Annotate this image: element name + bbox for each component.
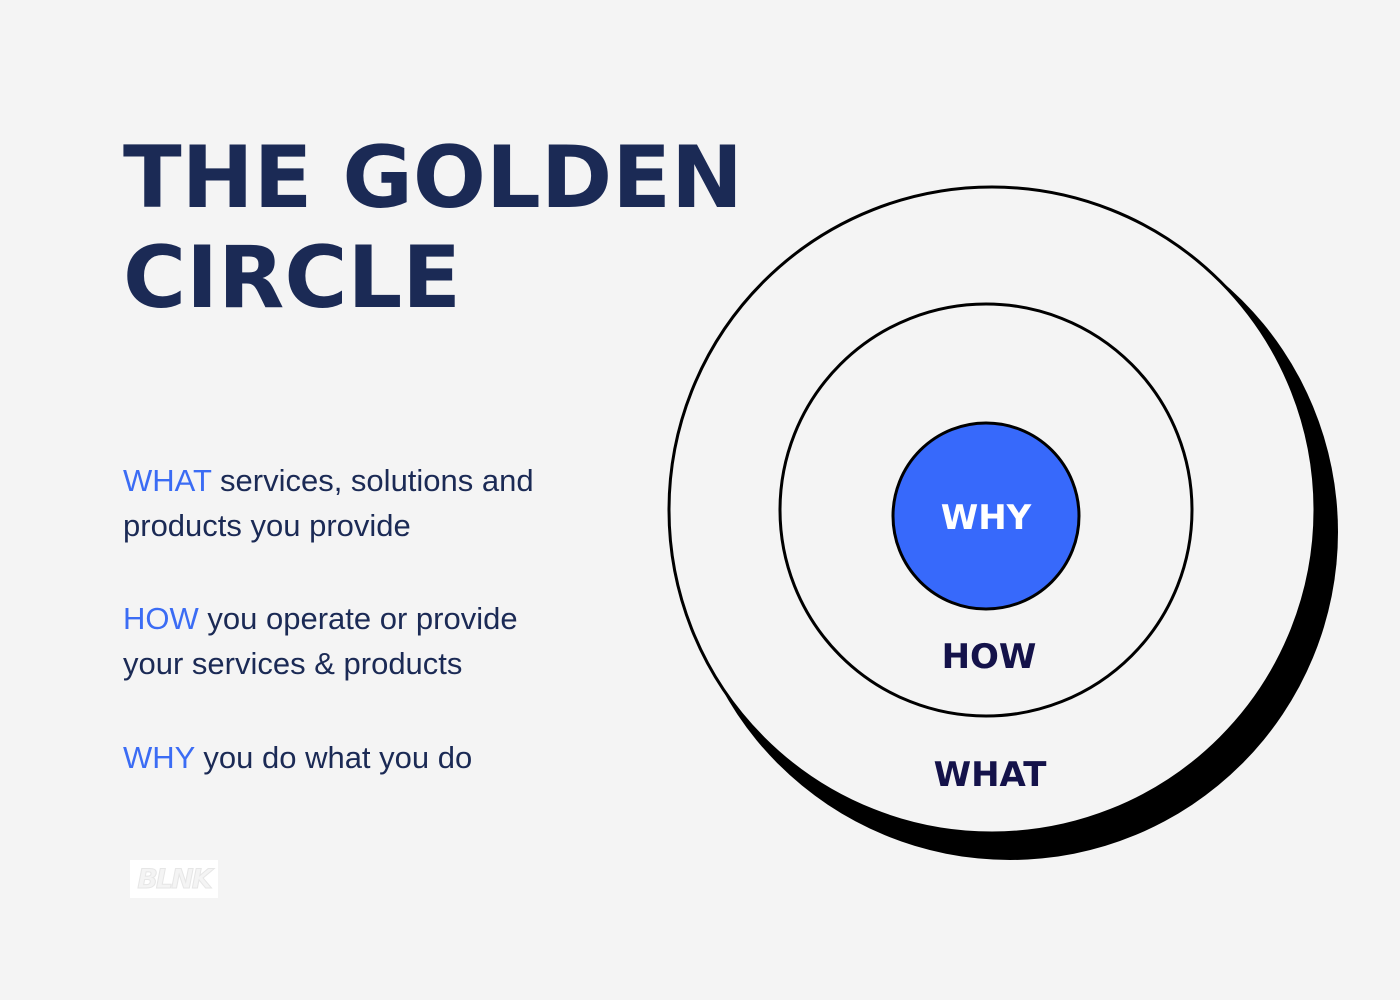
golden-circle-diagram: WHY HOW WHAT [640, 160, 1360, 880]
brand-logo-text: BLNK [137, 863, 213, 895]
definition-why-line-1: WHY you do what you do [123, 735, 472, 780]
keyword-why: WHY [123, 740, 195, 775]
definition-what-line-1: WHAT services, solutions and [123, 458, 534, 503]
definition-why: WHY you do what you do [123, 735, 472, 780]
golden-circle-svg: WHY HOW WHAT [667, 185, 1338, 860]
inner-label-why: WHY [941, 498, 1032, 538]
brand-logo: BLNK [130, 860, 218, 898]
keyword-how: HOW [123, 601, 199, 636]
definition-what-text-2: products you provide [123, 508, 411, 543]
definition-what-text-1: services, solutions and [211, 463, 534, 498]
title-line-2: CIRCLE [123, 228, 461, 328]
title-line-1: THE GOLDEN [123, 128, 743, 228]
keyword-what: WHAT [123, 463, 212, 498]
inner-circle-why [891, 421, 1081, 611]
definition-how: HOW you operate or provide your services… [123, 596, 518, 686]
definition-how-line-1: HOW you operate or provide [123, 596, 518, 641]
middle-label-how: HOW [942, 637, 1037, 677]
definition-what: WHAT services, solutions and products yo… [123, 458, 534, 548]
definition-why-text-1: you do what you do [194, 740, 473, 775]
page-title: THE GOLDEN CIRCLE [123, 128, 743, 328]
definition-how-text-2: your services & products [123, 646, 463, 681]
outer-label-what: WHAT [934, 755, 1048, 795]
definition-how-text-1: you operate or provide [198, 601, 518, 636]
